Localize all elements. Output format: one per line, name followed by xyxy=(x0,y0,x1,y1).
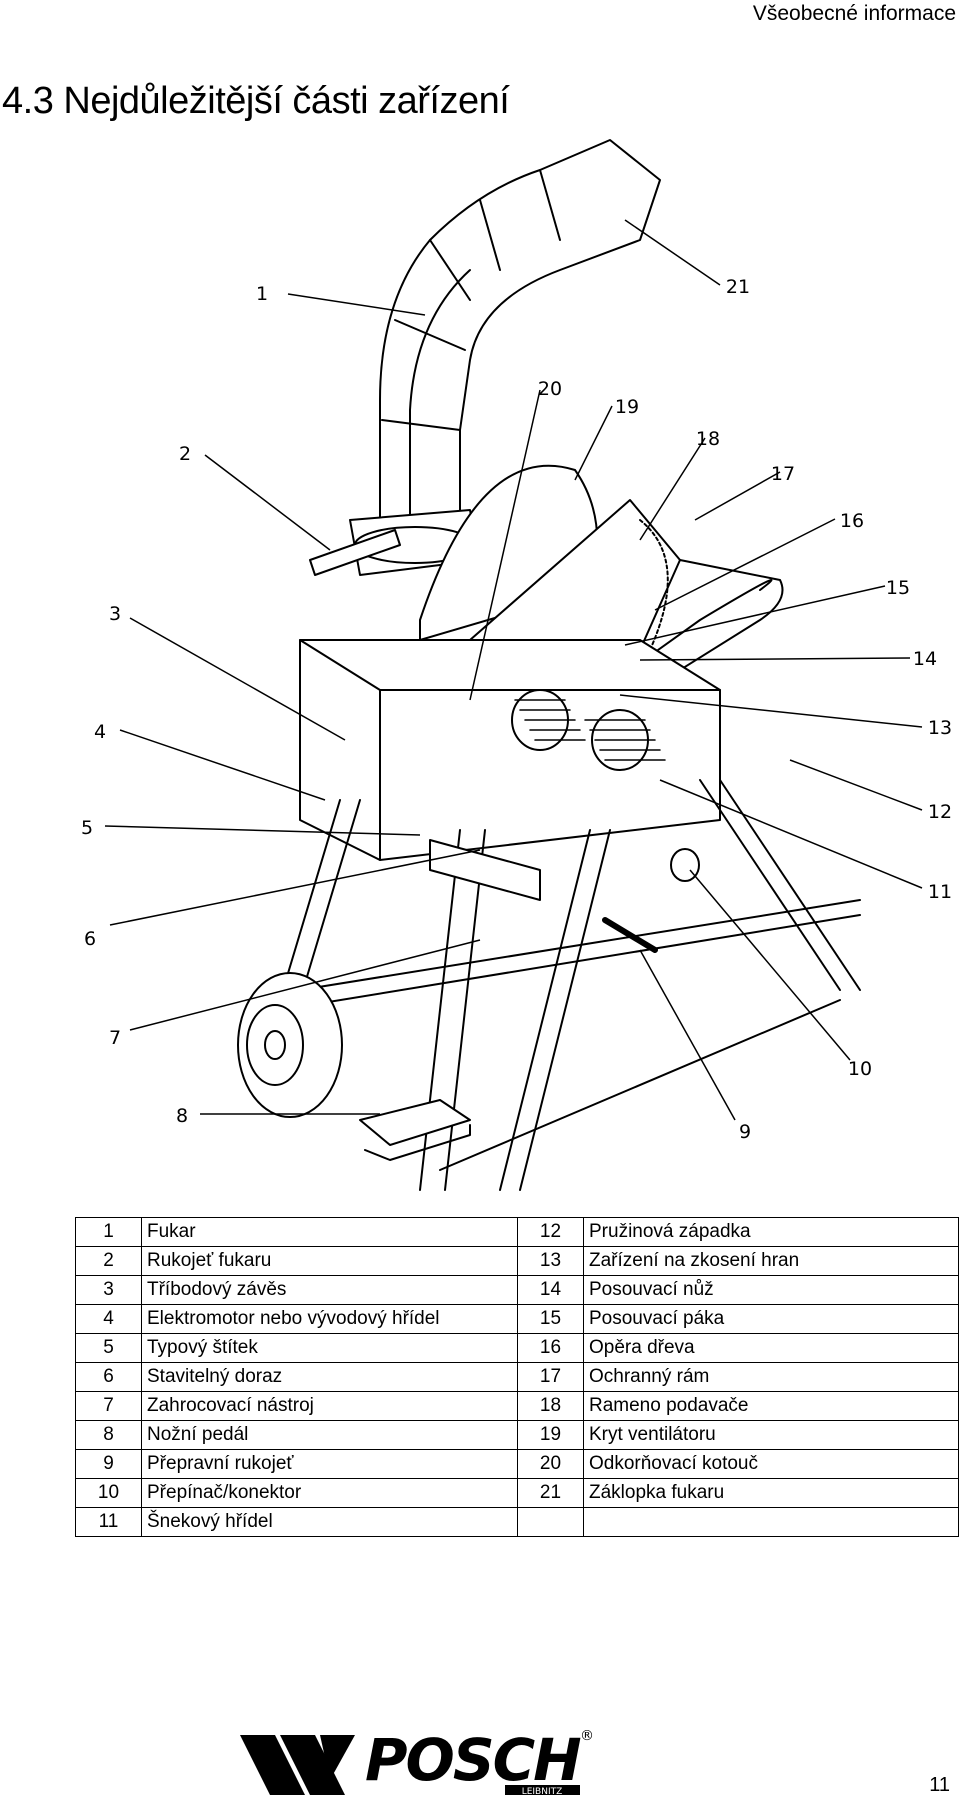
part-number xyxy=(517,1507,584,1537)
callout-11: 11 xyxy=(928,881,952,903)
part-name: Rameno podavače xyxy=(583,1391,959,1421)
callout-18: 18 xyxy=(696,428,720,450)
part-number: 20 xyxy=(517,1449,584,1479)
callout-2: 2 xyxy=(179,443,191,465)
part-number: 6 xyxy=(75,1362,142,1392)
part-number: 13 xyxy=(517,1246,584,1276)
callout-17: 17 xyxy=(771,463,795,485)
callout-16: 16 xyxy=(840,510,864,532)
part-name: Elektromotor nebo vývodový hřídel xyxy=(141,1304,518,1334)
part-number: 9 xyxy=(75,1449,142,1479)
callout-4: 4 xyxy=(94,721,106,743)
part-number: 19 xyxy=(517,1420,584,1450)
part-name: Tříbodový závěs xyxy=(141,1275,518,1305)
callout-20: 20 xyxy=(538,378,562,400)
page-number: 11 xyxy=(929,1774,950,1796)
part-name: Zařízení na zkosení hran xyxy=(583,1246,959,1276)
part-name: Rukojeť fukaru xyxy=(141,1246,518,1276)
part-name: Přepínač/konektor xyxy=(141,1478,518,1508)
part-number: 12 xyxy=(517,1217,584,1247)
part-name: Odkorňovací kotouč xyxy=(583,1449,959,1479)
part-name: Pružinová západka xyxy=(583,1217,959,1247)
callout-13: 13 xyxy=(928,717,952,739)
machine-illustration: 1 2 3 4 5 6 7 8 9 10 11 12 13 14 15 16 1… xyxy=(81,139,952,1191)
callout-7: 7 xyxy=(109,1027,121,1049)
part-name: Opěra dřeva xyxy=(583,1333,959,1363)
part-number: 10 xyxy=(75,1478,142,1508)
part-name: Fukar xyxy=(141,1217,518,1247)
callout-1: 1 xyxy=(256,283,268,305)
logo-brand: POSCH xyxy=(365,1726,581,1794)
part-name: Typový štítek xyxy=(141,1333,518,1363)
part-number: 4 xyxy=(75,1304,142,1334)
callout-8: 8 xyxy=(176,1105,188,1127)
part-number: 14 xyxy=(517,1275,584,1305)
part-name: Zahrocovací nástroj xyxy=(141,1391,518,1421)
part-name: Záklopka fukaru xyxy=(583,1478,959,1508)
part-name xyxy=(583,1507,959,1537)
part-name: Nožní pedál xyxy=(141,1420,518,1450)
callout-9: 9 xyxy=(739,1121,751,1143)
part-name: Přepravní rukojeť xyxy=(141,1449,518,1479)
callout-10: 10 xyxy=(848,1058,872,1080)
part-number: 2 xyxy=(75,1246,142,1276)
part-name: Posouvací nůž xyxy=(583,1275,959,1305)
part-number: 21 xyxy=(517,1478,584,1508)
callout-14: 14 xyxy=(913,648,937,670)
part-number: 15 xyxy=(517,1304,584,1334)
part-number: 1 xyxy=(75,1217,142,1247)
part-name: Posouvací páka xyxy=(583,1304,959,1334)
part-number: 11 xyxy=(75,1507,142,1537)
part-number: 8 xyxy=(75,1420,142,1450)
section-header: Všeobecné informace xyxy=(752,2,956,25)
callout-12: 12 xyxy=(928,801,952,823)
part-number: 18 xyxy=(517,1391,584,1421)
part-number: 5 xyxy=(75,1333,142,1363)
part-number: 17 xyxy=(517,1362,584,1392)
callout-21: 21 xyxy=(726,276,750,298)
callout-15: 15 xyxy=(886,577,910,599)
callout-5: 5 xyxy=(81,817,93,839)
part-number: 16 xyxy=(517,1333,584,1363)
callout-19: 19 xyxy=(615,396,639,418)
part-name: Ochranný rám xyxy=(583,1362,959,1392)
posch-logo: POSCH LEIBNITZ ® xyxy=(240,1726,594,1795)
page-title: 4.3 Nejdůležitější části zařízení xyxy=(2,80,510,122)
part-number: 3 xyxy=(75,1275,142,1305)
callout-3: 3 xyxy=(109,603,121,625)
logo-sub: LEIBNITZ xyxy=(522,1787,563,1795)
part-name: Šnekový hřídel xyxy=(141,1507,518,1537)
part-name: Kryt ventilátoru xyxy=(583,1420,959,1450)
callout-6: 6 xyxy=(84,928,96,950)
part-number: 7 xyxy=(75,1391,142,1421)
logo-registered: ® xyxy=(580,1728,594,1744)
part-name: Stavitelný doraz xyxy=(141,1362,518,1392)
